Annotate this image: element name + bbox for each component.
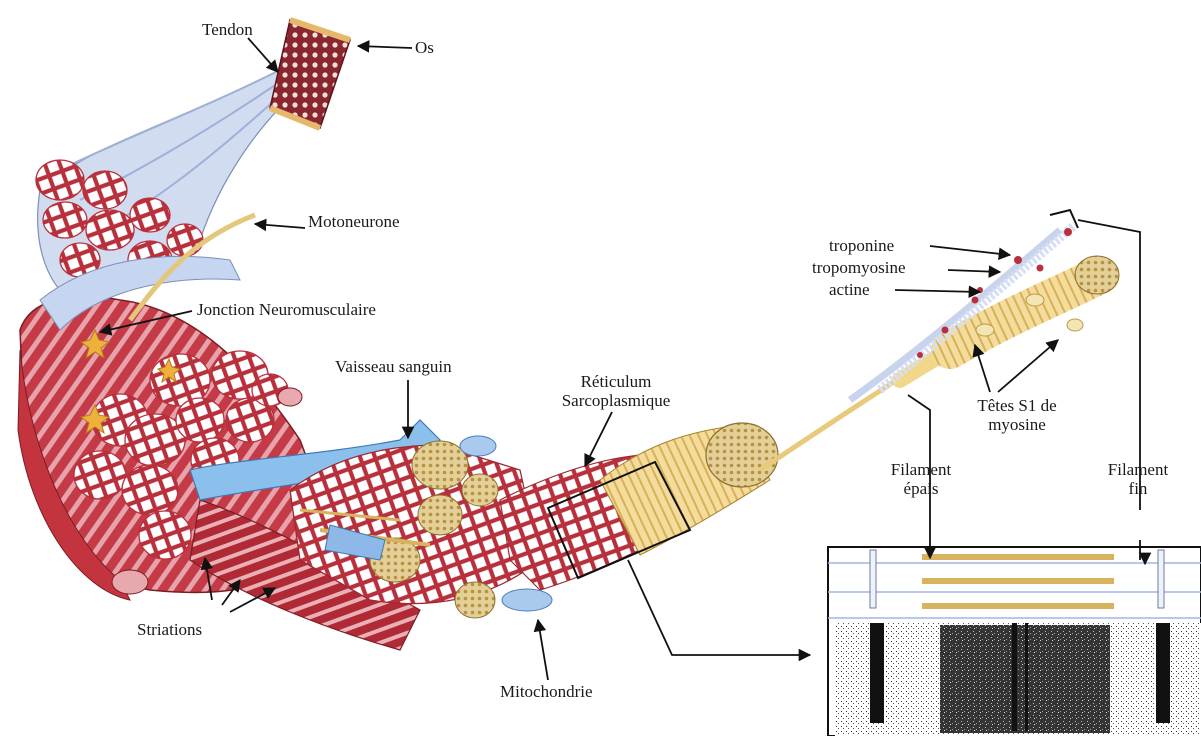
label-filament-epais-line1: Filament bbox=[876, 460, 966, 479]
label-tetes-line1: Têtes S1 de bbox=[962, 396, 1072, 415]
label-filament-fin-line2: fin bbox=[1093, 479, 1183, 498]
label-vaisseau-sanguin: Vaisseau sanguin bbox=[335, 357, 452, 376]
label-striations: Striations bbox=[137, 620, 202, 639]
label-mitochondrie: Mitochondrie bbox=[500, 682, 593, 701]
label-motoneurone: Motoneurone bbox=[308, 212, 400, 231]
label-os: Os bbox=[415, 38, 434, 57]
label-tetes-s1: Têtes S1 de myosine bbox=[962, 396, 1072, 434]
label-troponine: troponine bbox=[829, 236, 894, 255]
label-reticulum: Réticulum Sarcoplasmique bbox=[542, 372, 690, 410]
label-reticulum-line1: Réticulum bbox=[542, 372, 690, 391]
bone-illustration bbox=[270, 20, 350, 128]
label-tendon: Tendon bbox=[202, 20, 253, 39]
label-reticulum-line2: Sarcoplasmique bbox=[542, 391, 690, 410]
label-filament-epais-line2: épais bbox=[876, 479, 966, 498]
label-actine: actine bbox=[829, 280, 870, 299]
label-jonction-neuromusculaire: Jonction Neuromusculaire bbox=[197, 300, 376, 319]
label-filament-fin: Filament fin bbox=[1093, 460, 1183, 498]
label-tetes-line2: myosine bbox=[962, 415, 1072, 434]
label-tropomyosine: tropomyosine bbox=[812, 258, 906, 277]
label-filament-fin-line1: Filament bbox=[1093, 460, 1183, 479]
sarcomere-micrograph bbox=[828, 547, 1201, 736]
label-filament-epais: Filament épais bbox=[876, 460, 966, 498]
